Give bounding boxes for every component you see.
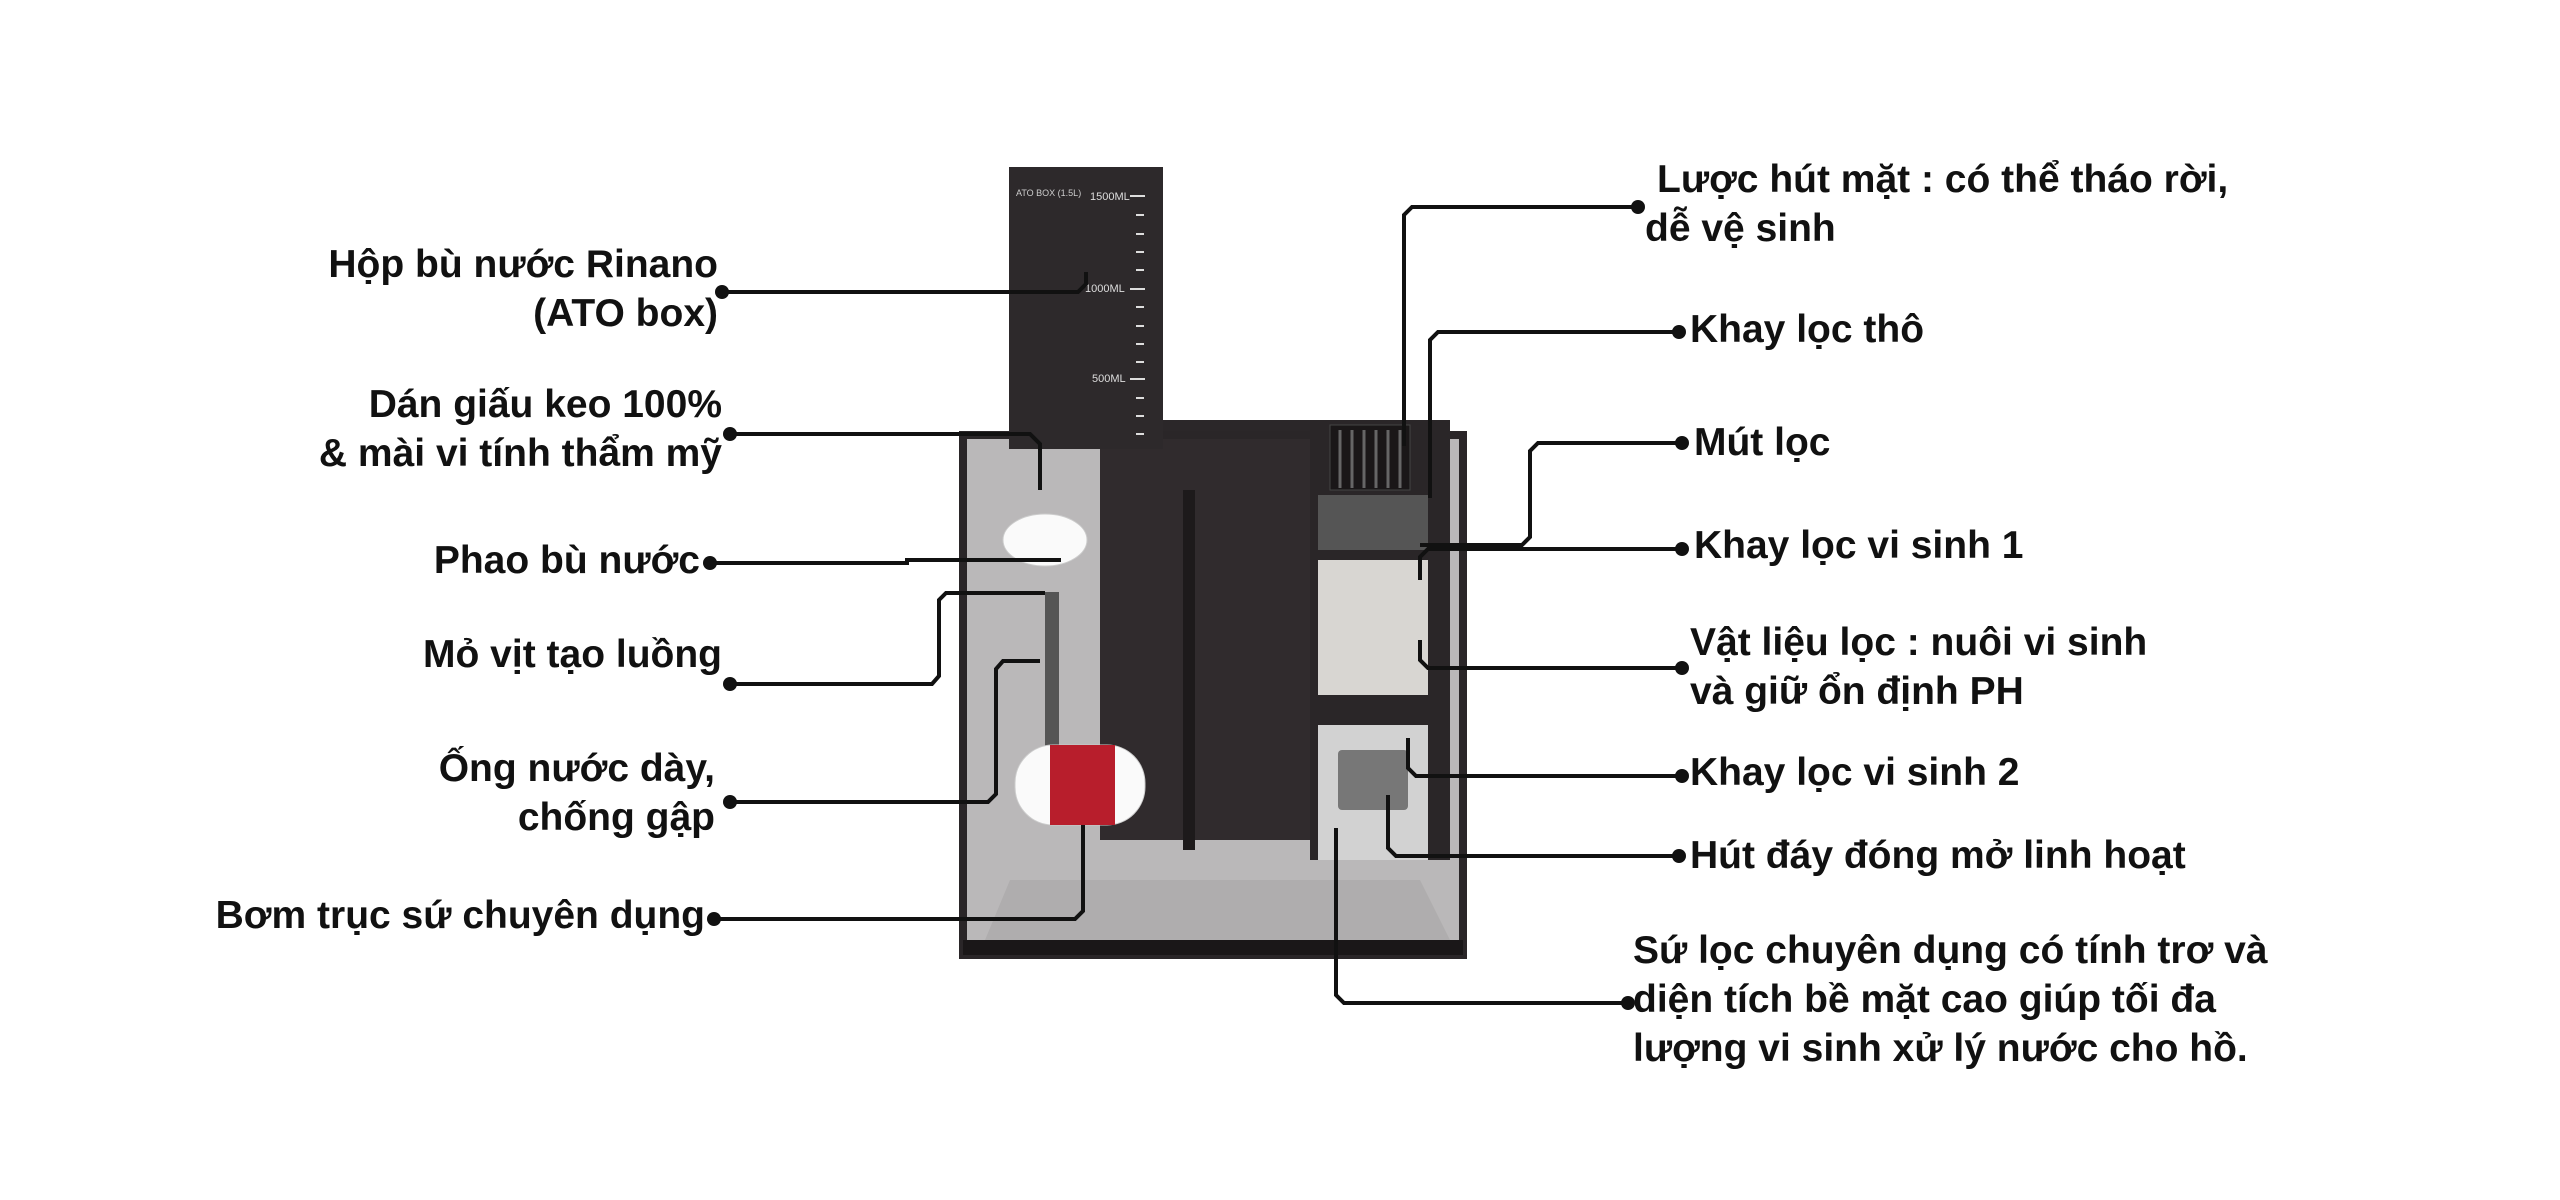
callout-glue-finish: Dán giấu keo 100% & mài vi tính thẩm mỹ xyxy=(319,380,722,478)
callout-text: Khay lọc vi sinh 1 xyxy=(1694,524,2024,567)
baffle xyxy=(1183,490,1195,850)
callout-text: Hút đáy đóng mở linh hoạt xyxy=(1690,834,2186,877)
ato-box-label: ATO BOX (1.5L) xyxy=(1016,188,1081,198)
callout-text: Mỏ vịt tạo luồng xyxy=(423,633,722,676)
callout-text: diện tích bề mặt cao giúp tối đa xyxy=(1633,978,2216,1021)
callout-text: Lược hút mặt : có thể tháo rời, xyxy=(1657,158,2229,201)
ceramic-rings xyxy=(1338,750,1408,810)
callout-text: & mài vi tính thẩm mỹ xyxy=(318,432,722,475)
scale-ticks xyxy=(1130,195,1145,435)
callout-text: dễ vệ sinh xyxy=(1645,207,1836,250)
callout-text: Ống nước dày, xyxy=(438,747,715,790)
callout-text: Dán giấu keo 100% xyxy=(368,383,722,426)
callout-ceramic-media: Sứ lọc chuyên dụng có tính trơ và diện t… xyxy=(1633,926,2268,1073)
callout-filter-media: Vật liệu lọc : nuôi vi sinh và giữ ổn đị… xyxy=(1690,618,2147,716)
callout-pipe: Ống nước dày, chống gập xyxy=(439,744,715,842)
callout-text: chống gập xyxy=(517,796,715,839)
callout-text: và giữ ổn định PH xyxy=(1690,670,2024,713)
callout-surface-skimmer: Lược hút mặt : có thể tháo rời, dễ vệ si… xyxy=(1645,155,2229,253)
callout-dots xyxy=(703,200,1689,1010)
callout-text: Bơm trục sứ chuyên dụng xyxy=(215,894,705,937)
callout-sponge: Mút lọc xyxy=(1694,418,1830,467)
scale-mark-1000: 1000ML xyxy=(1085,283,1125,295)
surface-skimmer-comb xyxy=(1329,424,1411,491)
scale-mark-1500: 1500ML xyxy=(1090,191,1130,203)
callout-text: Hộp bù nước Rinano xyxy=(328,243,718,286)
callout-text: Sứ lọc chuyên dụng có tính trơ và xyxy=(1633,929,2268,972)
bio-media-tray-1 xyxy=(1318,560,1428,695)
callout-text: lượng vi sinh xử lý nước cho hồ. xyxy=(1633,1027,2248,1070)
callout-lines xyxy=(710,205,1682,1005)
tank-base xyxy=(963,940,1463,955)
callout-text: Mút lọc xyxy=(1694,421,1831,464)
scale-mark-500: 500ML xyxy=(1092,373,1126,385)
callout-text: (ATO box) xyxy=(533,292,718,335)
callout-text: Khay lọc thô xyxy=(1690,308,1925,351)
pump-red-sleeve xyxy=(1050,745,1115,825)
callout-bio-tray-1: Khay lọc vi sinh 1 xyxy=(1694,521,2023,570)
callout-text: Vật liệu lọc : nuôi vi sinh xyxy=(1690,621,2148,664)
float-valve xyxy=(1002,513,1088,567)
callout-bottom-suction: Hút đáy đóng mở linh hoạt xyxy=(1690,831,2186,880)
sponge xyxy=(1318,495,1428,550)
callout-float: Phao bù nước xyxy=(434,536,700,585)
callout-coarse-tray: Khay lọc thô xyxy=(1690,305,1924,354)
callout-ato-box: Hộp bù nước Rinano (ATO box) xyxy=(328,240,718,338)
tank-floor xyxy=(985,880,1450,940)
callout-pump: Bơm trục sứ chuyên dụng xyxy=(216,891,705,940)
callout-nozzle: Mỏ vịt tạo luồng xyxy=(423,630,722,679)
callout-text: Phao bù nước xyxy=(433,539,700,582)
callout-text: Khay lọc vi sinh 2 xyxy=(1690,751,2020,794)
callout-bio-tray-2: Khay lọc vi sinh 2 xyxy=(1690,748,2019,797)
